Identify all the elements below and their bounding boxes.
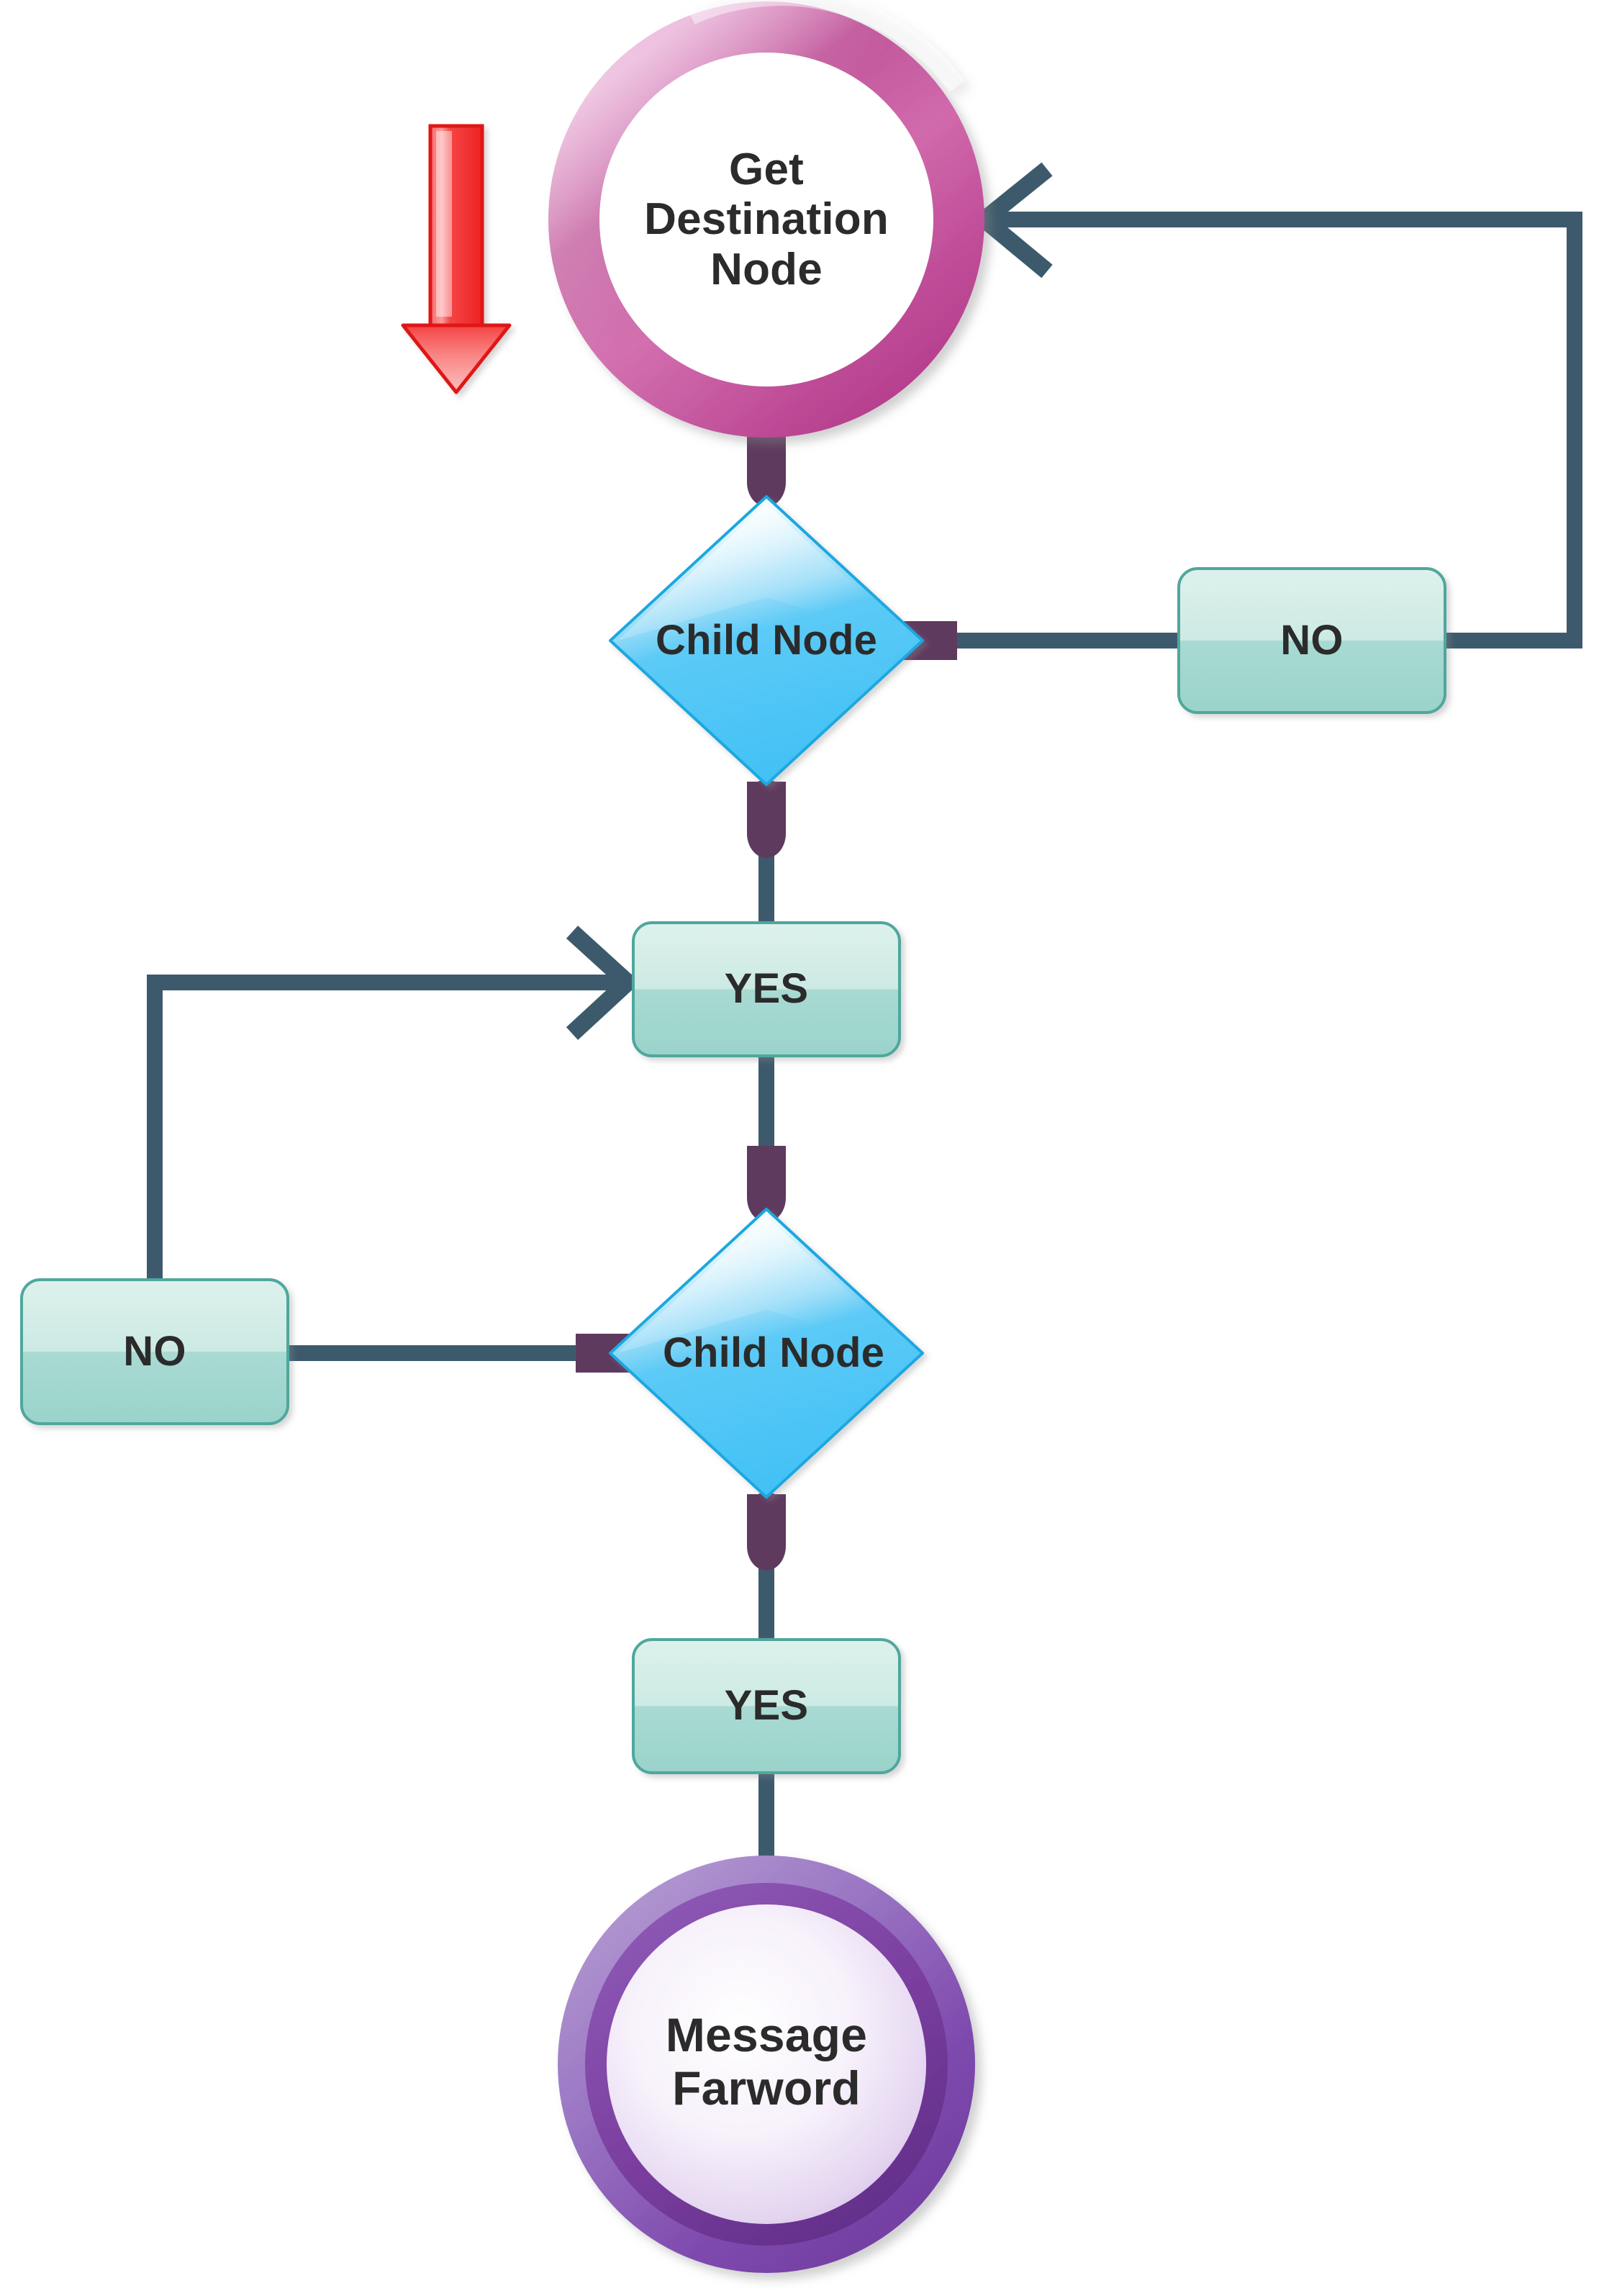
arrowhead-into-yes1-icon	[566, 926, 640, 1040]
decision2-diamond-shape[interactable]	[609, 1208, 924, 1499]
connector-no2-loop-to-yes1	[147, 975, 620, 1280]
node-decision2[interactable]	[609, 1208, 924, 1499]
node-no1[interactable]	[1177, 567, 1446, 714]
node-yes2[interactable]	[632, 1638, 901, 1774]
no1-box-shape[interactable]	[1177, 567, 1446, 714]
connector-dot-decision2-bottom	[747, 1494, 786, 1570]
connector-dot-yes1-bottom	[747, 1146, 786, 1222]
yes1-box-shape[interactable]	[632, 921, 901, 1057]
yes2-box-shape[interactable]	[632, 1638, 901, 1774]
connector-layer	[147, 212, 1582, 1871]
red-pointer-arrow-icon	[401, 124, 512, 394]
node-start[interactable]	[548, 0, 984, 438]
red-arrow-highlight	[436, 131, 452, 317]
decision1-gloss	[617, 504, 915, 641]
connector-no1-loop-to-start	[987, 212, 1582, 648]
red-arrow-head	[401, 323, 512, 394]
start-ring-inner	[599, 53, 933, 387]
end-ring-inner	[607, 1904, 926, 2224]
node-decision1[interactable]	[609, 495, 924, 786]
connector-dot-start-bottom	[747, 430, 786, 507]
start-ring-specular	[687, 0, 965, 92]
no2-box-shape[interactable]	[20, 1278, 289, 1425]
node-no2[interactable]	[20, 1278, 289, 1425]
node-yes1[interactable]	[632, 921, 901, 1057]
decision2-gloss	[617, 1216, 915, 1353]
node-end[interactable]	[558, 1856, 975, 2273]
connector-dot-decision1-bottom	[747, 782, 786, 858]
decision1-diamond-shape[interactable]	[609, 495, 924, 786]
